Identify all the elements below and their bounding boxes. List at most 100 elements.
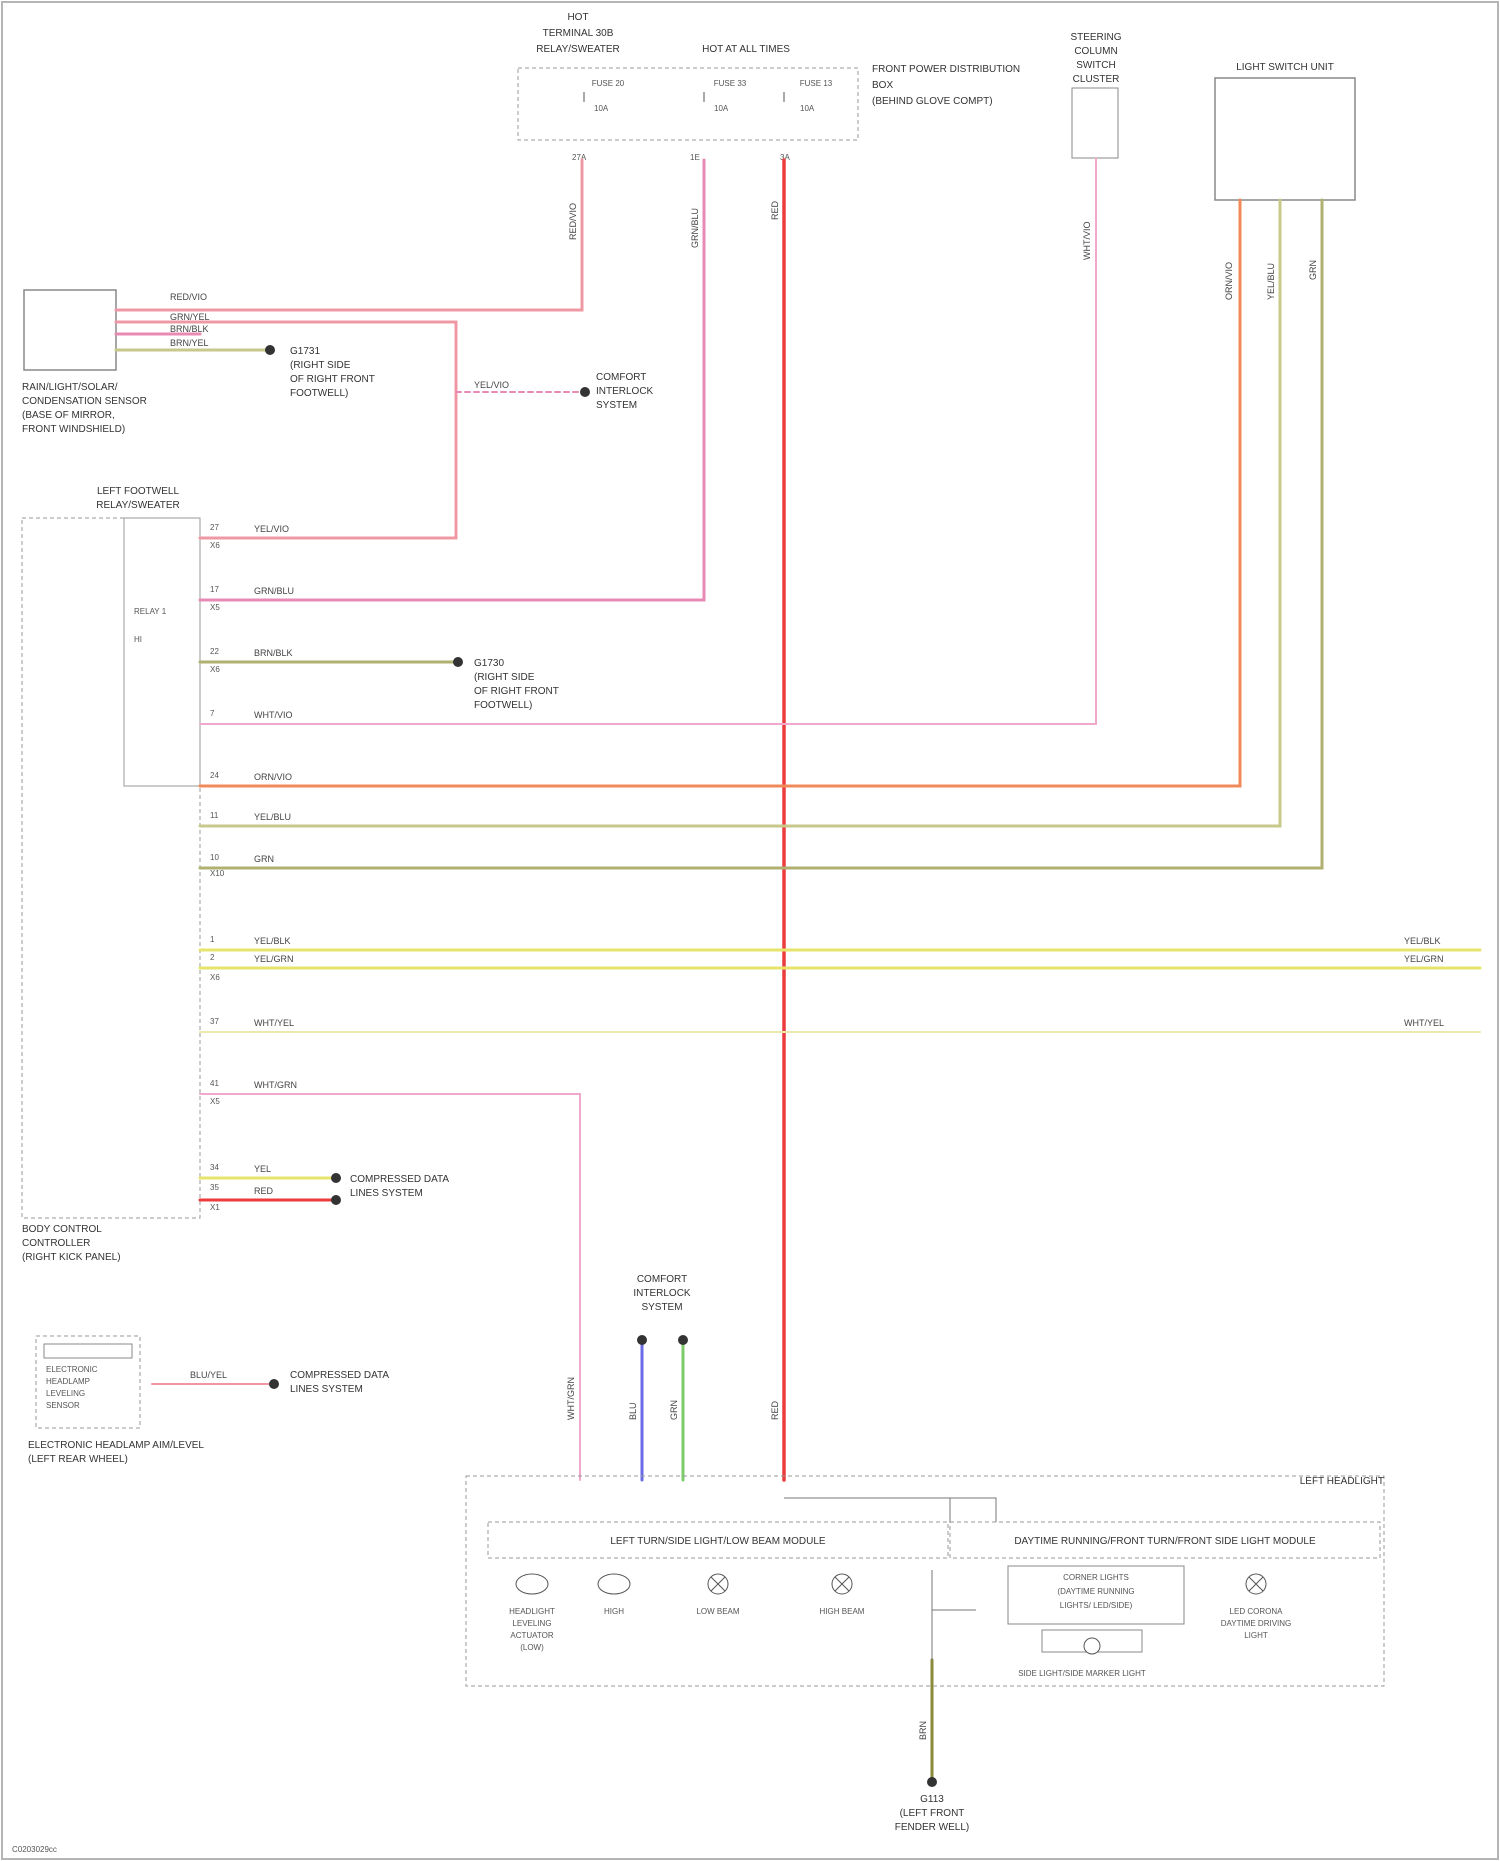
- rain-sensor-label-1: RAIN/LIGHT/SOLAR/: [22, 382, 118, 393]
- wire-label-sensor4: BRN/YEL: [170, 338, 209, 348]
- fuse-13-amp: 10A: [800, 104, 815, 113]
- pin-10: 10: [210, 853, 219, 862]
- ground-node-1-dot: [265, 345, 275, 355]
- wire-label-row13: RED: [254, 1186, 274, 1196]
- pin-17: 17: [210, 585, 219, 594]
- pin-35: 35: [210, 1183, 219, 1192]
- footer-code: C0203029cc: [12, 1845, 57, 1854]
- data2-line1: COMPRESSED DATA: [290, 1370, 389, 1381]
- wire-label-row3: BRN/BLK: [254, 648, 293, 658]
- pin-22: 22: [210, 647, 219, 656]
- wire-label-right2: YEL/GRN: [1404, 954, 1444, 964]
- fuse-box-note-2: BOX: [872, 80, 893, 91]
- leveling-sensor-top: [44, 1344, 132, 1358]
- pin-7: 7: [210, 709, 215, 718]
- wire-label-row7: GRN: [254, 854, 274, 864]
- data1-dot-b: [331, 1195, 341, 1205]
- wire-label-hl1: WHT/GRN: [566, 1377, 576, 1420]
- light-switch-unit-title: LIGHT SWITCH UNIT: [1236, 62, 1334, 73]
- wire-label-row8: YEL/BLK: [254, 936, 291, 946]
- low-beam-module-label: LEFT TURN/SIDE LIGHT/LOW BEAM MODULE: [610, 1536, 826, 1547]
- wire-label-sensor1: RED/VIO: [170, 292, 207, 302]
- hot-at-all-times-label: HOT AT ALL TIMES: [702, 44, 790, 55]
- body-controller-foot-2: CONTROLLER: [22, 1238, 90, 1249]
- ground-g113-2: (LEFT FRONT: [900, 1808, 965, 1819]
- bulb3-label: LOW BEAM: [696, 1607, 739, 1616]
- ground1-line3: OF RIGHT FRONT: [290, 374, 375, 385]
- high-actuator-icon: [598, 1574, 630, 1594]
- ground-g113-1: G113: [920, 1794, 944, 1805]
- wire-label-right1: YEL/BLK: [1404, 936, 1441, 946]
- leveling-line1: ELECTRONIC: [46, 1365, 98, 1374]
- data2-dot: [269, 1379, 279, 1389]
- fuse-33-label: FUSE 33: [714, 79, 747, 88]
- pin-11: 11: [210, 811, 219, 820]
- wire-label-row12: YEL: [254, 1164, 271, 1174]
- wire-label-lsu3: GRN: [1308, 260, 1318, 280]
- comfort2-line3: SYSTEM: [641, 1302, 682, 1313]
- steering-column-switch-cluster: STEERING COLUMN SWITCH CLUSTER: [1070, 32, 1121, 158]
- pin-34: 34: [210, 1163, 219, 1172]
- bulb5-line3: LIGHTS/ LED/SIDE): [1060, 1601, 1133, 1610]
- wire-label-hl2: BLU: [628, 1402, 638, 1420]
- data2-line2: LINES SYSTEM: [290, 1384, 363, 1395]
- wire-label-row1: YEL/VIO: [254, 524, 289, 534]
- wire-label-lsu2: YEL/BLU: [1266, 263, 1276, 300]
- wire-label-ground: BRN: [918, 1721, 928, 1740]
- ground2-line1: G1730: [474, 658, 504, 669]
- ground1-line4: FOOTWELL): [290, 388, 348, 399]
- wire-label-hl3: GRN: [669, 1400, 679, 1420]
- pin-x5: X5: [210, 603, 220, 612]
- fuse-20-label: FUSE 20: [592, 79, 625, 88]
- ground2-line3: OF RIGHT FRONT: [474, 686, 559, 697]
- wire-label-sensor3: BRN/BLK: [170, 324, 209, 334]
- wire-label-top1: RED/VIO: [568, 203, 578, 240]
- fuse-20-amp: 10A: [594, 104, 609, 113]
- leveling-actuator-icon: [516, 1574, 548, 1594]
- bulb7-label: SIDE LIGHT/SIDE MARKER LIGHT: [1018, 1669, 1146, 1678]
- pin-x1: X1: [210, 1203, 220, 1212]
- pin-x6c: X6: [210, 973, 220, 982]
- fuse-box-note-1: FRONT POWER DISTRIBUTION: [872, 64, 1020, 75]
- comfort1-line1: COMFORT: [596, 372, 646, 383]
- wire-label-row4: WHT/VIO: [254, 710, 293, 720]
- wire-label-row5: ORN/VIO: [254, 772, 292, 782]
- leveling-line4: SENSOR: [46, 1401, 80, 1410]
- steering-label-1: STEERING: [1070, 32, 1121, 43]
- data1-line2: LINES SYSTEM: [350, 1188, 423, 1199]
- bulb5-line1: CORNER LIGHTS: [1063, 1573, 1129, 1582]
- fuse-13-label: FUSE 13: [800, 79, 833, 88]
- wire-label-row10: WHT/YEL: [254, 1018, 294, 1028]
- comfort2-dot-b: [678, 1335, 688, 1345]
- bulb2-label: HIGH: [604, 1607, 624, 1616]
- rain-sensor-box: [24, 290, 116, 370]
- fuse-box-note-3: (BEHIND GLOVE COMPT): [872, 96, 993, 107]
- footwell-title-1: LEFT FOOTWELL: [97, 486, 179, 497]
- comfort1-line2: INTERLOCK: [596, 386, 654, 397]
- bulb6-line2: DAYTIME DRIVING: [1221, 1619, 1292, 1628]
- relay-label-hi: HI: [134, 635, 142, 644]
- data1-line1: COMPRESSED DATA: [350, 1174, 449, 1185]
- side-marker-icon: [1084, 1638, 1100, 1654]
- ground1-line2: (RIGHT SIDE: [290, 360, 351, 371]
- pin-37: 37: [210, 1017, 219, 1026]
- body-controller-foot-1: BODY CONTROL: [22, 1224, 102, 1235]
- pin-27: 27: [210, 523, 219, 532]
- comfort2-line2: INTERLOCK: [633, 1288, 691, 1299]
- wire-label-row6: YEL/BLU: [254, 812, 291, 822]
- wire-label-top3: RED: [770, 200, 780, 220]
- steering-label-4: CLUSTER: [1073, 74, 1120, 85]
- ground-g113-dot: [927, 1777, 937, 1787]
- wire-label-row9: YEL/GRN: [254, 954, 294, 964]
- ground2-line2: (RIGHT SIDE: [474, 672, 535, 683]
- bulb6-line3: LIGHT: [1244, 1631, 1268, 1640]
- bulb4-label: HIGH BEAM: [820, 1607, 865, 1616]
- pin-x6b: X6: [210, 665, 220, 674]
- leveling-line2: HEADLAMP: [46, 1377, 90, 1386]
- wire-label-hl4: RED: [770, 1400, 780, 1420]
- drl-module-label: DAYTIME RUNNING/FRONT TURN/FRONT SIDE LI…: [1014, 1536, 1316, 1547]
- pin-41: 41: [210, 1079, 219, 1088]
- footwell-title-2: RELAY/SWEATER: [96, 500, 180, 511]
- wire-label-row2: GRN/BLU: [254, 586, 294, 596]
